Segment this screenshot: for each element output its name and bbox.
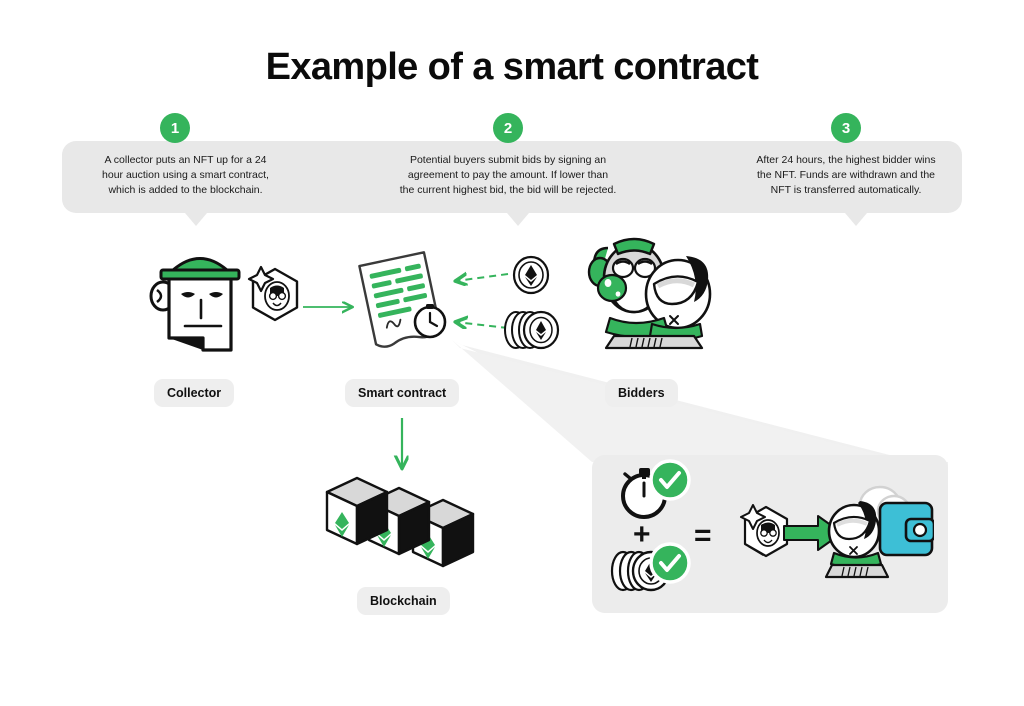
banner-tail-1	[185, 213, 207, 226]
step-badge-3[interactable]: 3	[831, 113, 861, 143]
step-text-3: After 24 hours, the highest bidder wins …	[730, 153, 962, 198]
bidders-avatars-icon	[587, 237, 712, 350]
winner-avatar-icon	[824, 485, 934, 579]
step-1-line-2: hour auction using a smart contract,	[102, 168, 269, 181]
ethereum-coin-icon	[512, 255, 550, 295]
equals-operator: =	[694, 519, 712, 552]
smart-contract-document-icon	[358, 251, 447, 348]
page-title: Example of a smart contract	[265, 46, 759, 88]
wedge-fill	[452, 340, 948, 472]
ethereum-coin-stack-icon	[504, 310, 560, 350]
label-bidders: Bidders	[605, 379, 678, 407]
banner-tail-2	[507, 213, 529, 226]
nft-hexagon-badge-settlement-icon	[740, 504, 789, 558]
dashed-arrow-coin-2	[456, 322, 509, 328]
steps-banner	[62, 141, 962, 213]
label-collector: Collector	[154, 379, 235, 407]
step-1-line-3: which is added to the blockchain.	[108, 183, 263, 196]
step-badge-3-number: 3	[841, 119, 851, 137]
check-circle-icon-time	[649, 459, 691, 501]
step-badge-1-number: 1	[170, 119, 180, 137]
label-smart-contract: Smart contract	[345, 379, 460, 407]
step-2-line-1: Potential buyers submit bids by signing …	[409, 154, 607, 166]
check-circle-icon-funds	[649, 542, 691, 584]
step-text-1: A collector puts an NFT up for a 24 hour…	[78, 153, 293, 198]
banner-tail-3	[845, 213, 867, 226]
plus-operator: +	[633, 518, 651, 551]
collector-avatar-icon	[149, 257, 241, 352]
step-badge-1[interactable]: 1	[160, 113, 190, 143]
step-3-line-1: After 24 hours, the highest bidder wins	[756, 154, 936, 166]
step-text-2: Potential buyers submit bids by signing …	[378, 153, 638, 198]
blockchain-blocks-icon	[325, 476, 475, 568]
dashed-arrow-coin-1	[456, 274, 509, 281]
step-3-line-3: NFT is transferred automatically.	[770, 183, 922, 196]
step-badge-2-number: 2	[503, 119, 513, 137]
nft-hexagon-badge-icon	[247, 265, 299, 322]
step-2-line-3: the current highest bid, the bid will be…	[399, 183, 617, 196]
step-2-line-2: agreement to pay the amount. If lower th…	[407, 168, 609, 181]
step-3-line-2: the NFT. Funds are withdrawn and the	[756, 168, 935, 181]
step-1-line-1: A collector puts an NFT up for a 24	[104, 154, 267, 166]
step-badge-2[interactable]: 2	[493, 113, 523, 143]
label-blockchain: Blockchain	[357, 587, 450, 615]
